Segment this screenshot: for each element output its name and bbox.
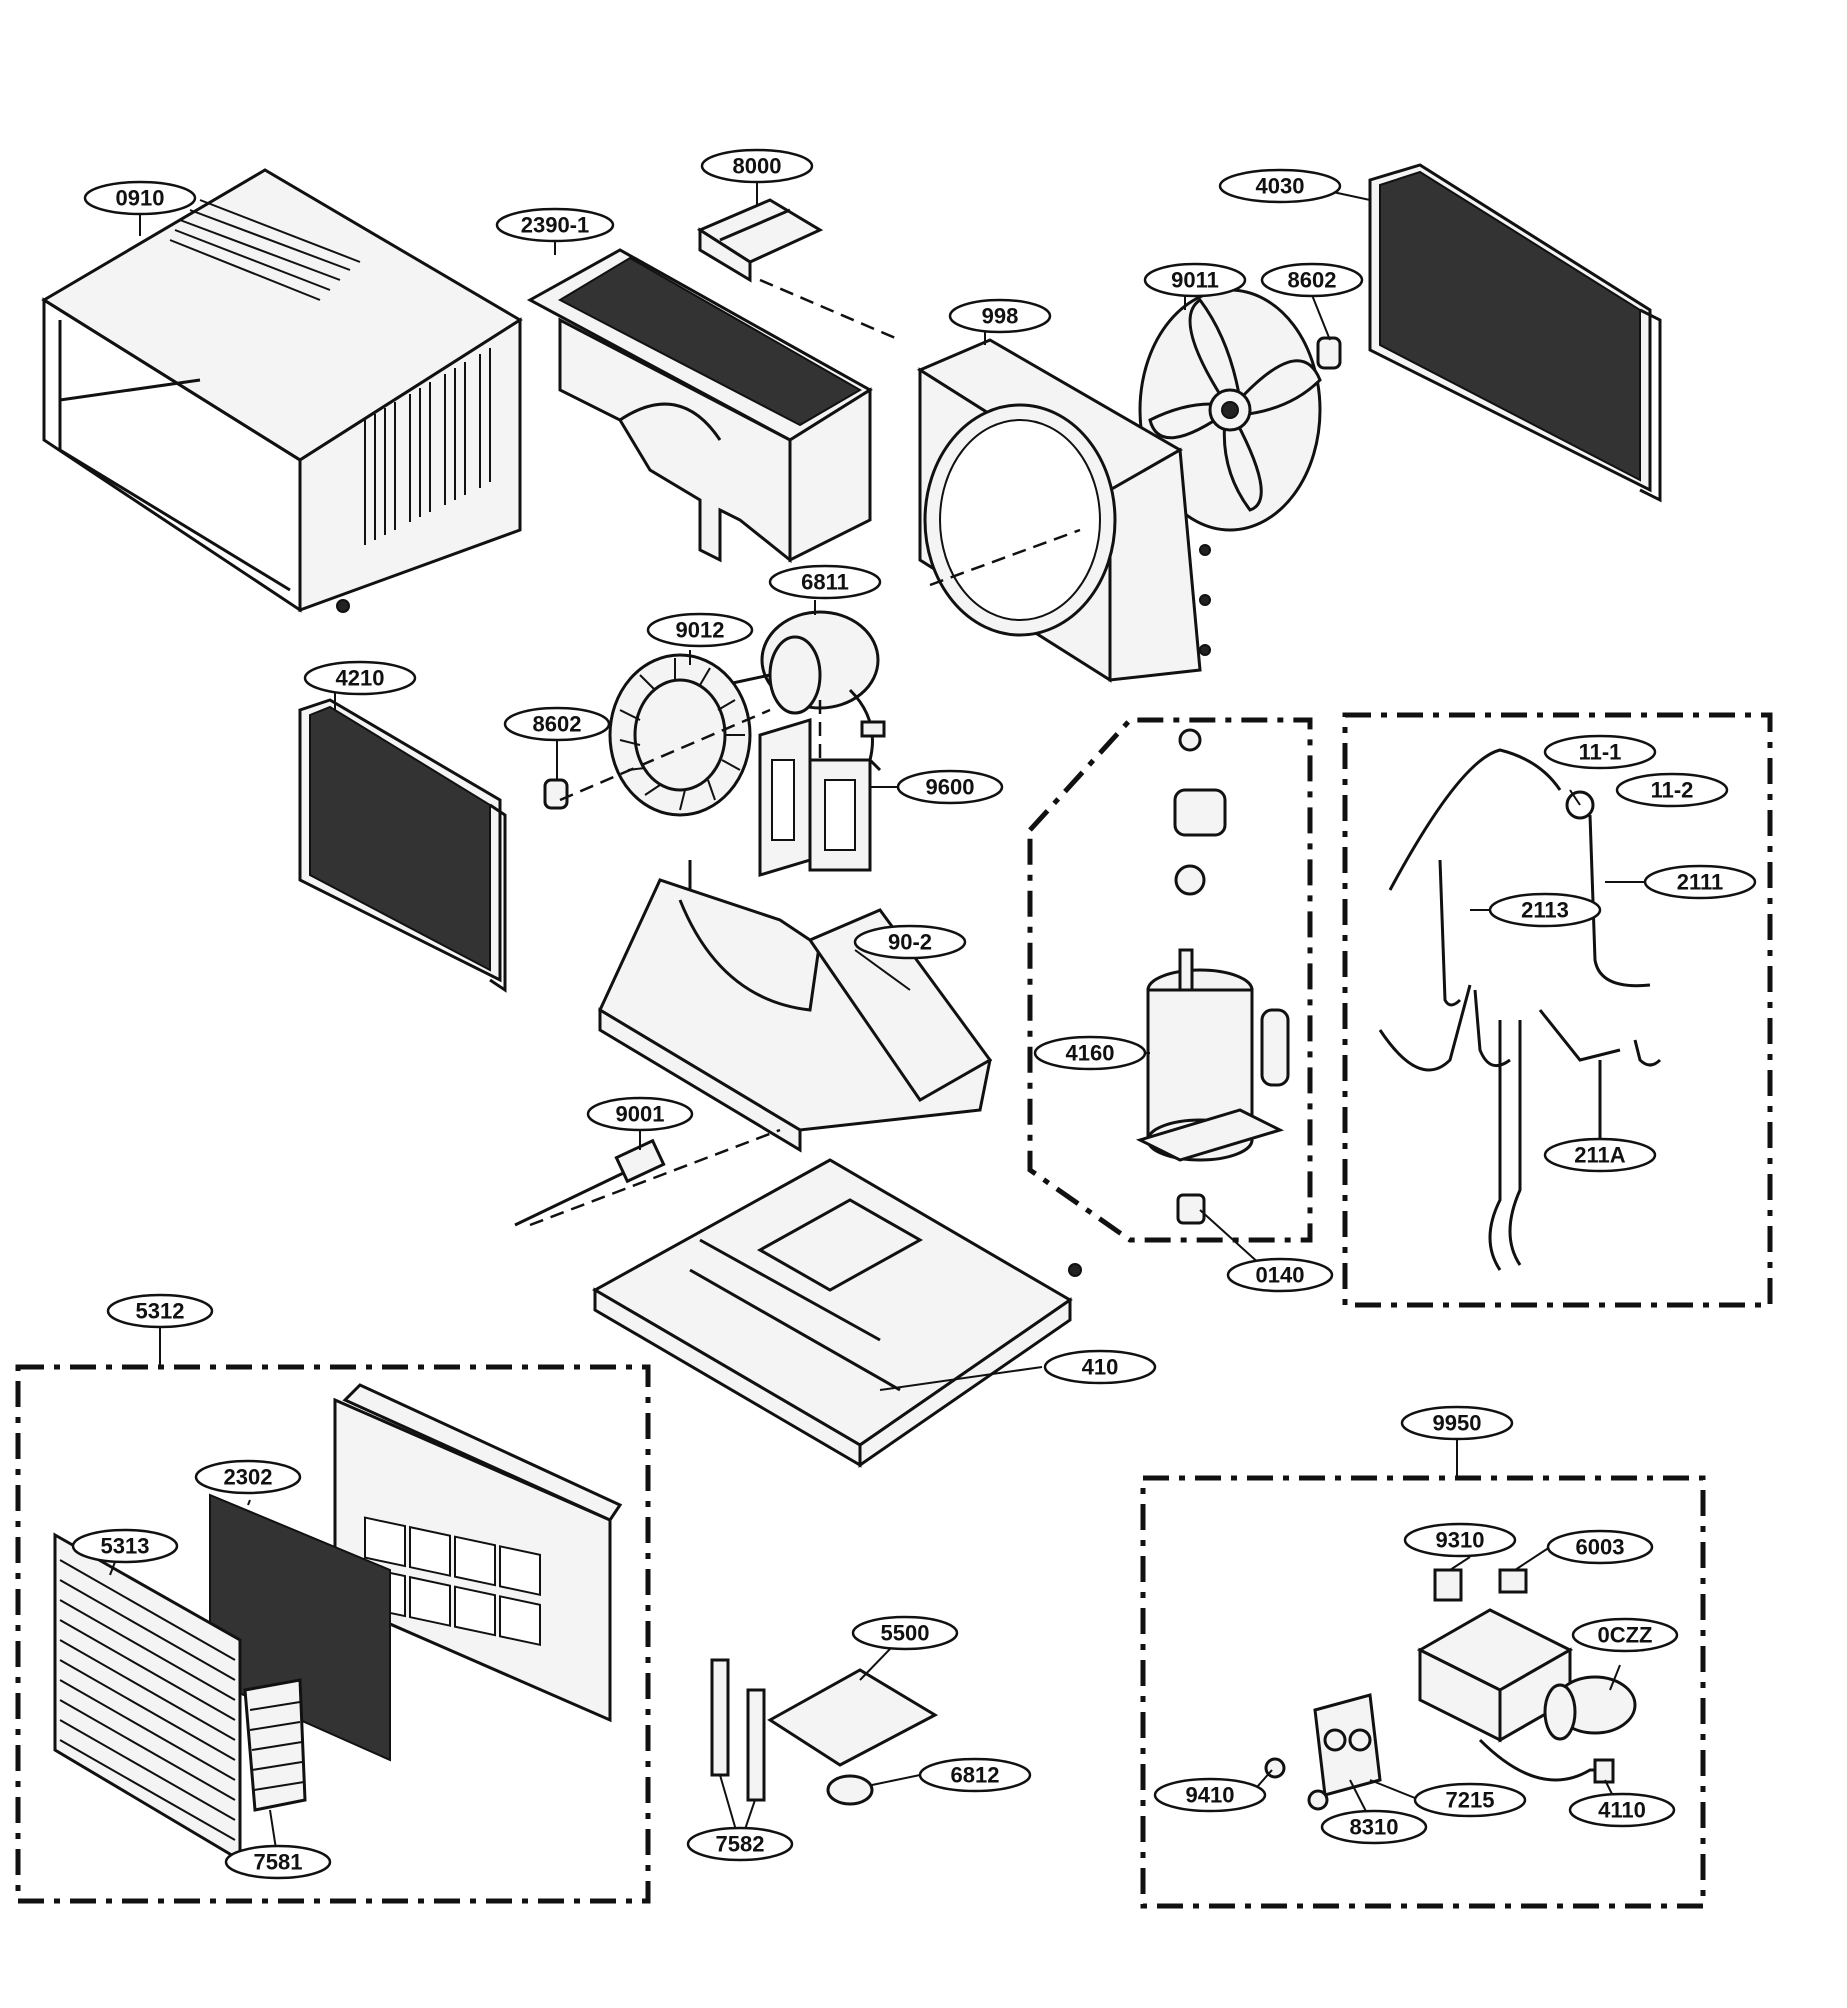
fan-clip-part: [1316, 336, 1342, 370]
callout-90-2: 90-2: [853, 924, 967, 960]
callout-998: 998: [948, 298, 1052, 334]
callout-8602-lower: 8602: [503, 706, 611, 742]
callout-label: 9011: [1171, 268, 1219, 293]
scroll-housing-part: [598, 860, 993, 1153]
wheel-clip-part: [543, 778, 569, 810]
callout-label: 4110: [1598, 1798, 1646, 1823]
callout-label: 5313: [101, 1534, 150, 1559]
louver-part: [243, 1678, 307, 1812]
callout-label: 2390-1: [521, 213, 590, 238]
callout-label: 0910: [116, 186, 165, 211]
callout-7581: 7581: [224, 1844, 332, 1880]
callout-label: 5312: [136, 1299, 185, 1324]
harness-part: [1478, 1738, 1615, 1784]
callout-label: 8000: [733, 154, 782, 179]
callout-0CZZ: 0CZZ: [1571, 1617, 1679, 1653]
callout-2390-1: 2390-1: [495, 207, 615, 243]
callout-label: 11-1: [1579, 740, 1622, 765]
callout-label: 7581: [254, 1850, 303, 1875]
callout-label: 9012: [676, 618, 725, 643]
blower-wheel-part: [608, 653, 752, 817]
switch-part: [1313, 1693, 1382, 1797]
callout-11-2: 11-2: [1615, 772, 1729, 808]
callout-7215: 7215: [1413, 1782, 1527, 1818]
callout-label: 8602: [533, 712, 582, 737]
callout-label: 8310: [1350, 1815, 1399, 1840]
callout-6003: 6003: [1546, 1529, 1654, 1565]
callout-9600: 9600: [896, 769, 1004, 805]
inlet-grille-part: [53, 1532, 242, 1863]
shroud-part: [526, 248, 873, 564]
callout-label: 7215: [1446, 1788, 1495, 1813]
callout-label: 998: [982, 304, 1019, 329]
callout-9001: 9001: [586, 1096, 694, 1132]
callout-label: 4210: [336, 666, 385, 691]
callout-label: 11-2: [1651, 778, 1694, 803]
callout-label: 9950: [1433, 1411, 1482, 1436]
callout-5313: 5313: [71, 1528, 179, 1564]
control-panel-part: [710, 1658, 939, 1806]
callout-label: 9310: [1436, 1528, 1485, 1553]
callout-label: 6811: [801, 570, 849, 595]
callout-6811: 6811: [768, 564, 882, 600]
callout-label: 6812: [951, 1763, 1000, 1788]
callout-11-1: 11-1: [1543, 734, 1657, 770]
callout-6812: 6812: [918, 1757, 1032, 1793]
callout-label: 9001: [616, 1102, 665, 1127]
callout-9012: 9012: [646, 612, 754, 648]
callout-0910: 0910: [83, 180, 197, 216]
callout-5312: 5312: [106, 1293, 214, 1329]
callout-label: 410: [1082, 1355, 1119, 1380]
callout-label: 2113: [1521, 898, 1569, 923]
callout-label: 90-2: [888, 930, 932, 955]
evaporator-coil-part: [298, 698, 507, 993]
tubing-part: [1378, 748, 1662, 1271]
callout-5500: 5500: [851, 1615, 959, 1651]
callout-2111: 2111: [1643, 864, 1757, 900]
callout-0140: 0140: [1226, 1257, 1334, 1293]
callout-8310: 8310: [1320, 1809, 1428, 1845]
callout-9310: 9310: [1403, 1522, 1517, 1558]
callout-9410: 9410: [1153, 1777, 1267, 1813]
callout-label: 211A: [1574, 1143, 1625, 1168]
drain-part: [514, 1138, 666, 1227]
callout-4160: 4160: [1033, 1035, 1147, 1071]
callout-4030: 4030: [1218, 168, 1342, 204]
compressor-part: [1135, 728, 1290, 1225]
callout-label: 4030: [1256, 174, 1305, 199]
callout-8000: 8000: [700, 148, 814, 184]
callout-label: 6003: [1576, 1535, 1625, 1560]
bracket-part: [696, 198, 824, 283]
callout-label: 2302: [224, 1465, 273, 1490]
callout-9011: 9011: [1143, 262, 1247, 298]
base-pan-part: [591, 1158, 1082, 1468]
capacitor-part: [1543, 1675, 1637, 1741]
callout-4110: 4110: [1568, 1792, 1676, 1828]
knob-part: [1264, 1757, 1329, 1811]
callout-7582: 7582: [686, 1826, 794, 1862]
callout-label: 9600: [926, 775, 975, 800]
cabinet-part: [41, 168, 523, 613]
callout-410: 410: [1043, 1349, 1157, 1385]
control-box-part: [1416, 1568, 1574, 1743]
callout-label: 4160: [1066, 1041, 1115, 1066]
callout-2302: 2302: [194, 1459, 302, 1495]
callout-label: 5500: [881, 1621, 930, 1646]
callout-8602-upper: 8602: [1260, 262, 1364, 298]
callout-9950: 9950: [1400, 1405, 1514, 1441]
callout-211A: 211A: [1543, 1137, 1657, 1173]
orifice-part: [916, 338, 1211, 683]
callout-label: 0140: [1256, 1263, 1305, 1288]
fan-part: [1138, 288, 1322, 532]
callout-label: 8602: [1288, 268, 1337, 293]
callout-label: 7582: [716, 1832, 765, 1857]
callout-4210: 4210: [303, 660, 417, 696]
callout-label: 0CZZ: [1598, 1623, 1653, 1648]
callout-2113: 2113: [1488, 892, 1602, 928]
condenser-coil-part: [1368, 163, 1662, 503]
callout-label: 9410: [1186, 1783, 1235, 1808]
callout-label: 2111: [1677, 870, 1724, 895]
motor-mount-part: [758, 717, 872, 878]
